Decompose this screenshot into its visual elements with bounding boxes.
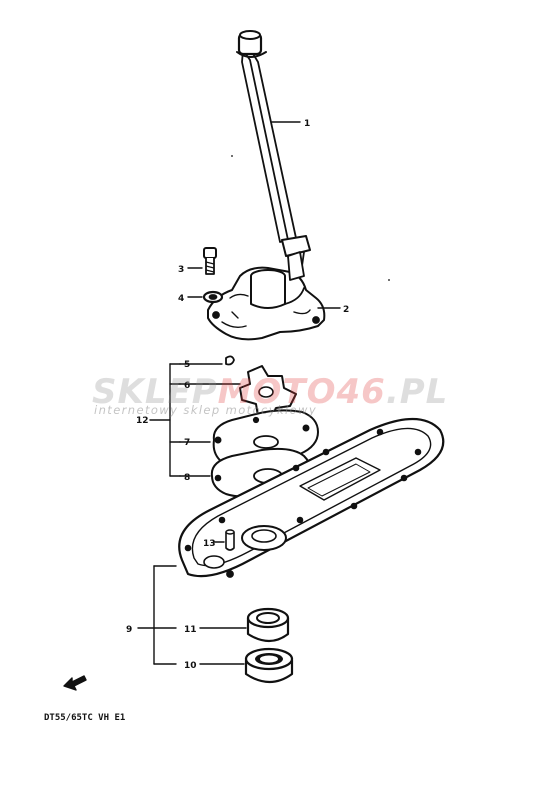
watermark-logo: SKLEPMOTO46.PL [92,372,448,412]
watermark-logo-part1: SKLEP [92,372,218,412]
callout-6: 6 [184,381,190,391]
key-part [225,355,235,366]
oil-seal-small-part [246,607,290,643]
under-plate-part [178,418,445,578]
impeller-part [239,365,297,421]
callout-10: 10 [184,661,197,671]
callout-1: 1 [304,119,310,129]
callout-2: 2 [343,305,349,315]
callout-12: 12 [136,416,149,426]
callout-3: 3 [178,265,184,275]
callout-11: 11 [184,625,197,635]
callout-numbers: 1 2 3 4 5 6 7 8 9 10 11 12 13 [126,119,349,671]
watermark-tagline: internetowy sklep motocyklowy [94,403,318,417]
callout-13: 13 [203,539,216,549]
model-code-label: DT55/65TC VH E1 [44,713,126,723]
water-tube-part [236,30,311,269]
leader-lines [137,121,341,665]
bolt-part [203,247,217,275]
callout-8: 8 [184,473,190,483]
watermark-logo-part3: .PL [385,372,449,412]
callout-7: 7 [184,438,190,448]
oil-seal-large-part [244,647,294,684]
front-direction-arrow-icon [63,675,87,691]
callout-5: 5 [184,360,190,370]
watermark-logo-part2: MOTO46 [217,372,386,412]
pump-case-part [207,251,326,341]
callout-4: 4 [178,294,184,304]
washer-part [202,290,224,304]
callout-9: 9 [126,625,132,635]
